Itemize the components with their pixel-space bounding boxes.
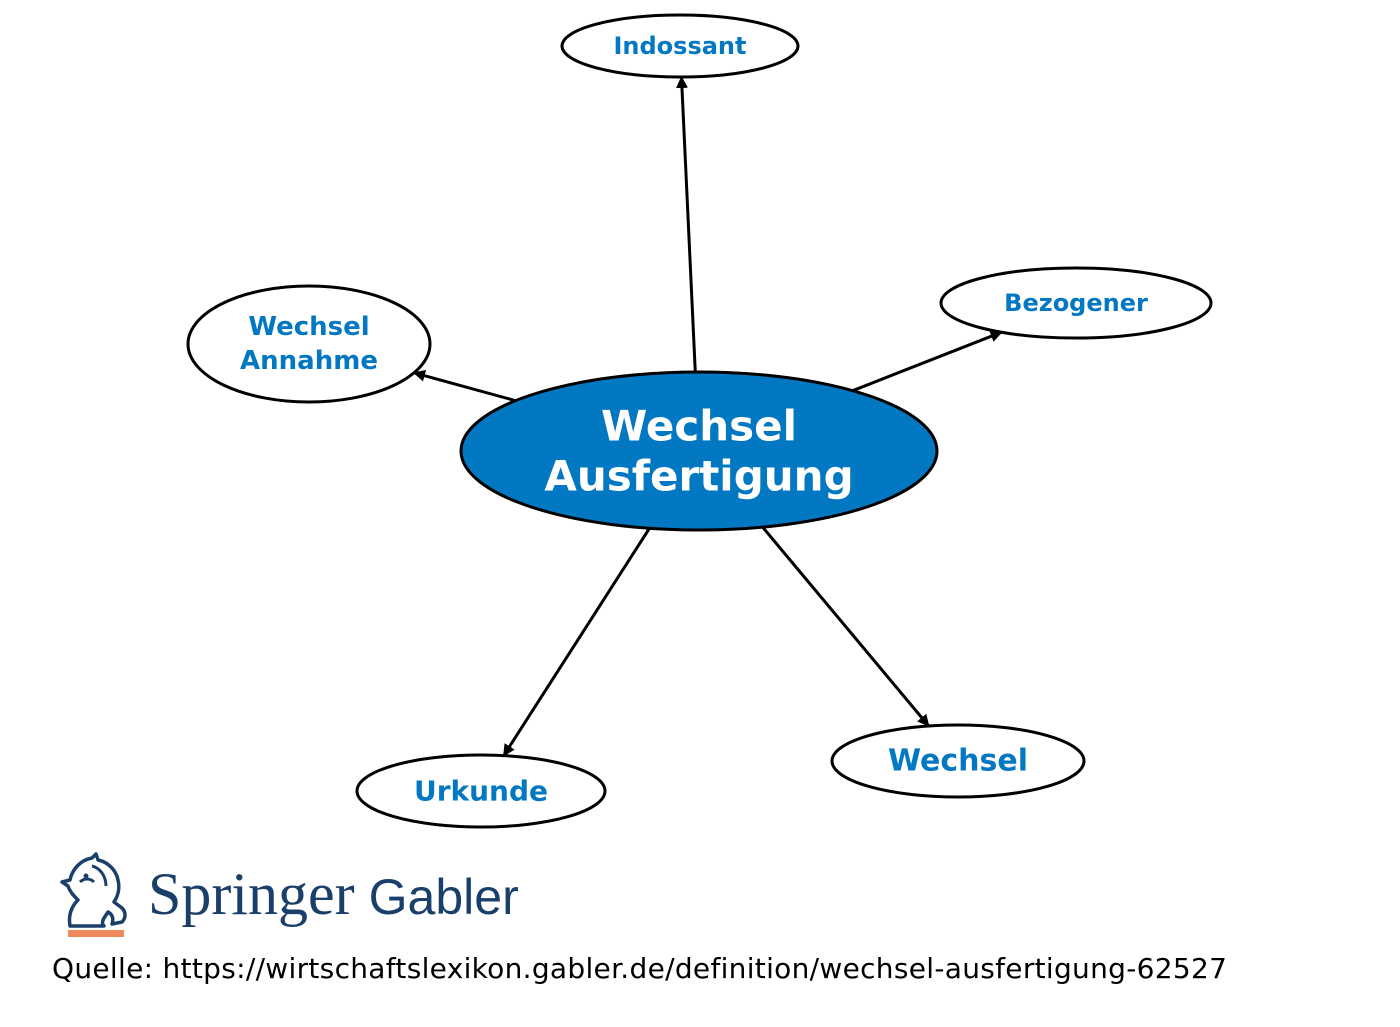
arrow-center-to-indossant	[675, 75, 697, 373]
source-label: Quelle:	[52, 952, 154, 985]
node-urkunde[interactable]: Urkunde	[355, 753, 607, 829]
node-wechsel-annahme-shape	[186, 284, 432, 404]
source-citation: Quelle: https://wirtschaftslexikon.gable…	[52, 952, 1227, 985]
nodes-layer: WechselAusfertigungIndossantBezogenerWec…	[186, 13, 1213, 829]
node-center-shape	[459, 370, 939, 532]
node-indossant-label: Indossant	[613, 32, 746, 60]
edges-layer	[413, 75, 1003, 757]
logo-word-gabler: Gabler	[368, 869, 519, 925]
node-center-label: Wechsel	[601, 402, 797, 451]
logo-word-springer: Springer	[148, 861, 355, 927]
concept-map: WechselAusfertigungIndossantBezogenerWec…	[186, 13, 1213, 829]
node-bezogener-shape	[939, 266, 1213, 340]
arrow-center-to-urkunde	[502, 527, 651, 757]
node-bezogener[interactable]: Bezogener	[939, 266, 1213, 340]
node-indossant-shape	[560, 13, 800, 79]
node-wechsel-annahme-label: Wechsel	[248, 312, 369, 342]
node-wechsel-annahme-label: Annahme	[240, 346, 378, 376]
node-indossant[interactable]: Indossant	[560, 13, 800, 79]
node-center-label: Ausfertigung	[544, 452, 853, 501]
node-wechsel-shape	[830, 723, 1086, 799]
arrow-center-to-wechsel-annahme	[413, 369, 516, 403]
arrow-center-to-bezogener	[852, 330, 1003, 393]
source-url[interactable]: https://wirtschaftslexikon.gabler.de/def…	[162, 952, 1228, 985]
node-wechsel[interactable]: Wechsel	[830, 723, 1086, 799]
node-bezogener-label: Bezogener	[1004, 289, 1148, 317]
node-wechsel-label: Wechsel	[888, 744, 1028, 779]
node-urkunde-shape	[355, 753, 607, 829]
knight-horse-icon	[60, 852, 127, 937]
arrow-center-to-wechsel	[761, 526, 930, 727]
node-urkunde-label: Urkunde	[414, 775, 548, 808]
